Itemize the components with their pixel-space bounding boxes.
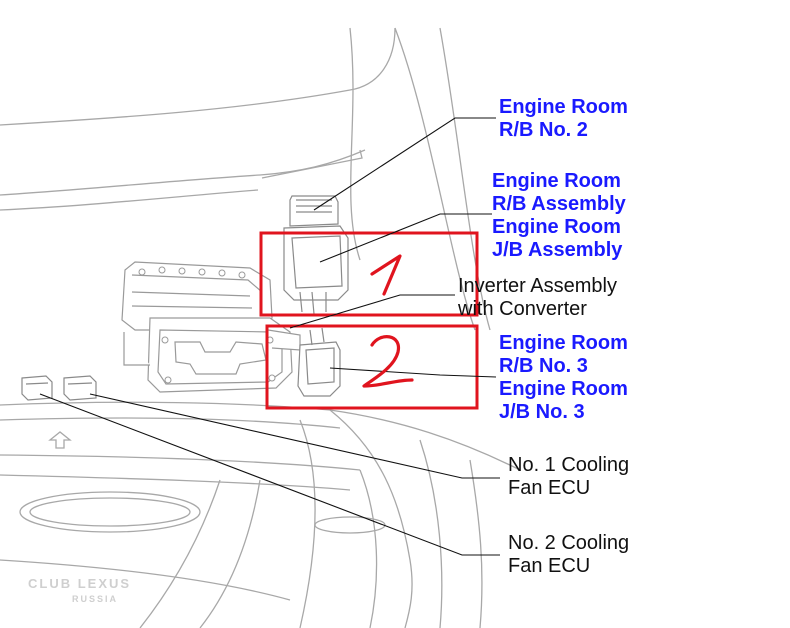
label-line: Engine Room xyxy=(492,216,621,238)
label-no1-cooling-fan-ecu: No. 1 Cooling Fan ECU xyxy=(508,454,629,500)
leader-lines xyxy=(39,117,500,556)
label-line: J/B Assembly xyxy=(492,239,623,261)
label-no2-cooling-fan-ecu: No. 2 Cooling Fan ECU xyxy=(508,532,629,578)
label-line: J/B No. 3 xyxy=(499,401,585,423)
label-line: Fan ECU xyxy=(508,555,591,577)
label-line: Inverter Assembly xyxy=(458,275,617,297)
label-engine-room-rb-no2: Engine Room R/B No. 2 xyxy=(499,96,628,142)
relay-box-no3 xyxy=(297,327,341,397)
relay-box-no2 xyxy=(289,195,339,227)
cooling-fan-ecu-2 xyxy=(63,375,97,401)
handwritten-number-1 xyxy=(370,254,402,296)
handwritten-number-2 xyxy=(362,335,414,388)
label-line: Engine Room xyxy=(499,96,628,118)
relay-box-assembly xyxy=(283,225,349,315)
label-inverter-assembly: Inverter Assembly with Converter xyxy=(458,275,617,321)
label-line: R/B No. 3 xyxy=(499,355,588,377)
label-line: R/B No. 2 xyxy=(499,119,588,141)
highlight-box-1 xyxy=(259,231,479,317)
watermark-logo-subtitle: RUSSIA xyxy=(72,594,119,604)
label-line: Engine Room xyxy=(492,170,621,192)
label-line: with Converter xyxy=(458,298,587,320)
label-line: Engine Room xyxy=(499,378,628,400)
label-line: Fan ECU xyxy=(508,477,591,499)
label-engine-room-rb-jb-no3: Engine Room R/B No. 3 Engine Room J/B No… xyxy=(499,332,628,424)
label-line: No. 2 Cooling xyxy=(508,532,630,554)
highlight-box-2 xyxy=(265,324,479,410)
engine-assembly xyxy=(121,261,301,393)
label-line: Engine Room xyxy=(499,332,628,354)
label-line: R/B Assembly xyxy=(492,193,626,215)
label-engine-room-rb-jb-assembly: Engine Room R/B Assembly Engine Room J/B… xyxy=(492,170,626,262)
watermark-logo: CLUB LEXUS xyxy=(28,576,132,591)
label-line: No. 1 Cooling xyxy=(508,454,630,476)
car-body-outline xyxy=(0,27,521,628)
